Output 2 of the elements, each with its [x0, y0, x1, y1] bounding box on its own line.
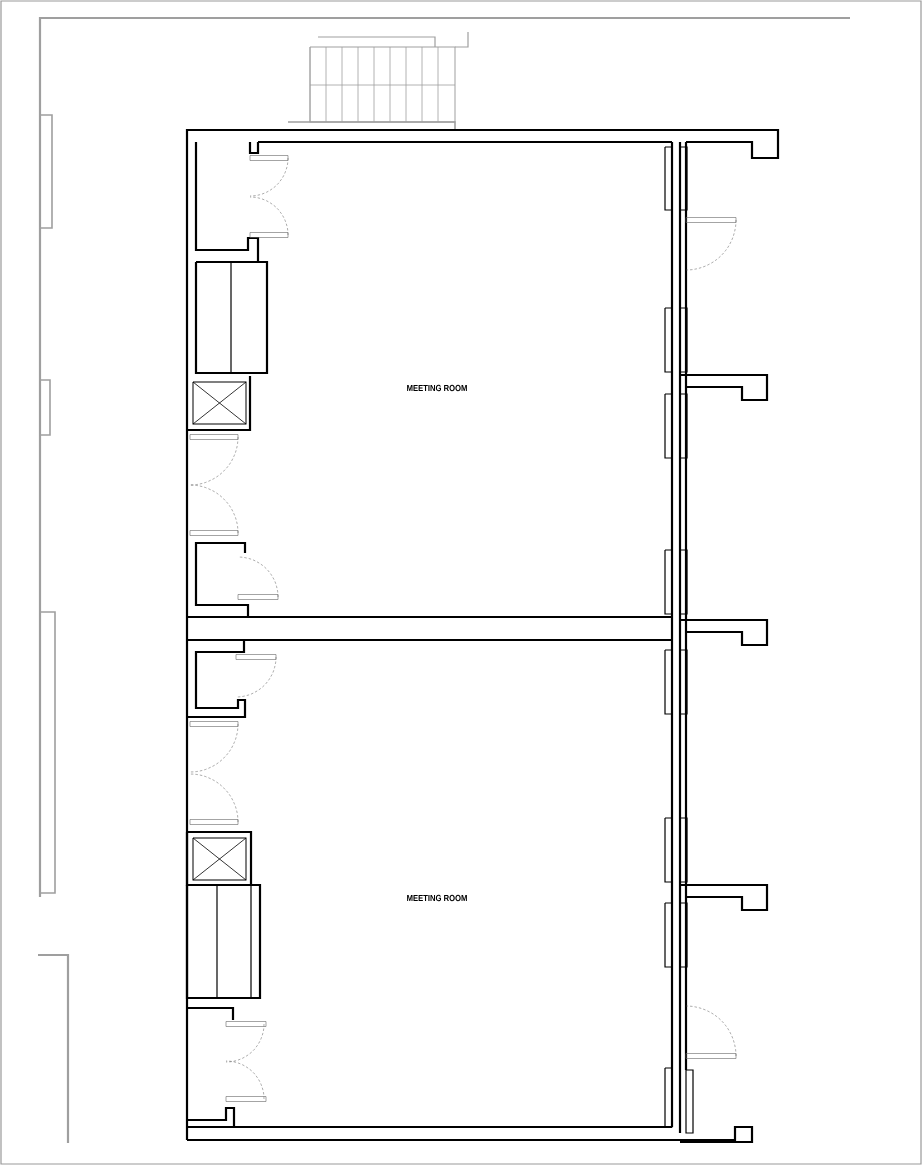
room-label: MEETING ROOM [407, 894, 467, 902]
room-label: MEETING ROOM [407, 384, 467, 392]
